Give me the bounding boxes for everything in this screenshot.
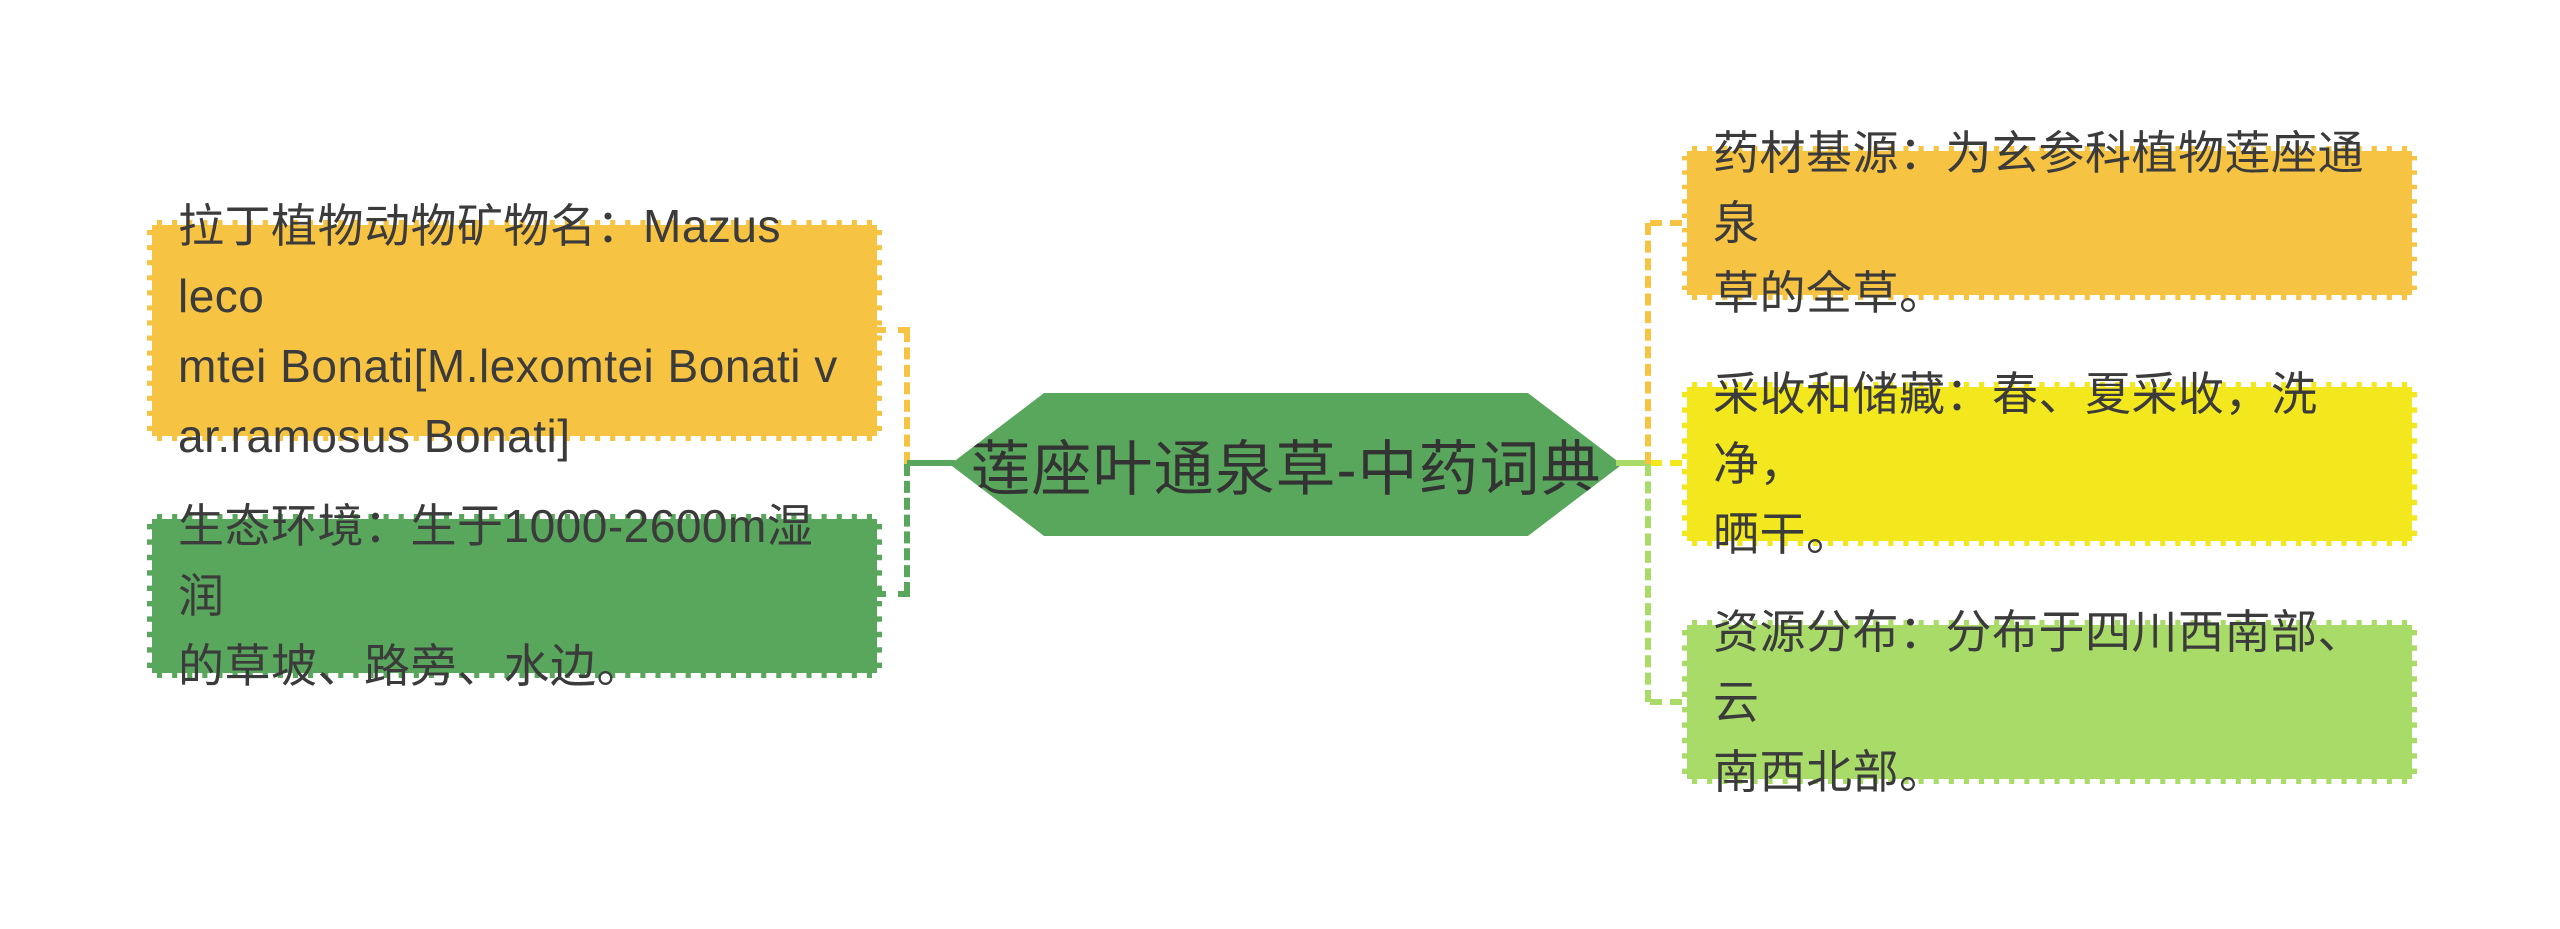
branch-node-ecology-text: 生态环境：生于1000-2600m湿润 的草坡、路旁、水边。 bbox=[178, 500, 814, 692]
connector-right-center-line bbox=[1616, 460, 1652, 466]
branch-node-medicinal-source[interactable]: 药材基源：为玄参科植物莲座通泉 草的全草。 bbox=[1682, 127, 2417, 319]
connector-left-bottom-stub bbox=[874, 591, 910, 597]
branch-node-resource-distribution[interactable]: 资源分布：分布于四川西南部、云 南西北部。 bbox=[1682, 606, 2417, 798]
branch-node-harvest-storage[interactable]: 采收和储藏：春、夏采收，洗净， 晒干。 bbox=[1682, 368, 2417, 560]
branch-node-latin-name[interactable]: 拉丁植物动物矿物名：Mazus leco mtei Bonati[M.lexom… bbox=[147, 200, 882, 462]
center-node-label: 莲座叶通泉草-中药词典 bbox=[970, 436, 1602, 503]
connector-left-vertical-lower bbox=[904, 464, 910, 594]
connector-right-vertical-upper bbox=[1645, 223, 1651, 464]
center-node[interactable]: 莲座叶通泉草-中药词典 bbox=[950, 393, 1622, 536]
branch-node-resource-distribution-text: 资源分布：分布于四川西南部、云 南西北部。 bbox=[1713, 606, 2364, 798]
connector-right-bottom-stub bbox=[1650, 699, 1682, 705]
branch-node-medicinal-source-text: 药材基源：为玄参科植物莲座通泉 草的全草。 bbox=[1713, 127, 2364, 319]
connector-right-middle-stub bbox=[1650, 460, 1682, 466]
branch-node-latin-name-text: 拉丁植物动物矿物名：Mazus leco mtei Bonati[M.lexom… bbox=[178, 199, 838, 462]
branch-node-ecology[interactable]: 生态环境：生于1000-2600m湿润 的草坡、路旁、水边。 bbox=[147, 500, 882, 692]
connector-right-top-stub bbox=[1650, 220, 1682, 226]
connector-left-top-stub bbox=[874, 327, 910, 333]
connector-left-center-line bbox=[907, 460, 955, 466]
connector-left-vertical-upper bbox=[904, 330, 910, 464]
branch-node-harvest-storage-text: 采收和储藏：春、夏采收，洗净， 晒干。 bbox=[1713, 368, 2318, 560]
connector-right-vertical-lower bbox=[1645, 464, 1651, 702]
